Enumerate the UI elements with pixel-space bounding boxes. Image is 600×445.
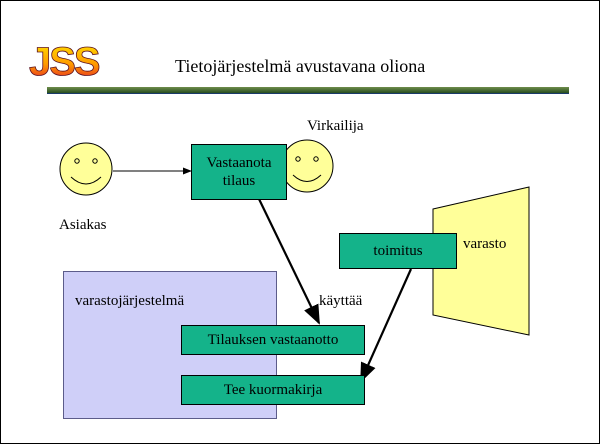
clerk-label: Virkailija [307,118,364,134]
warehouse-system-label: varastojärjestelmä [75,293,185,309]
order-reception-box: Tilauksen vastaanotto [181,325,365,355]
warehouse-label: varasto [463,236,507,252]
receive-order-box: Vastaanota tilaus [191,144,287,200]
jss-logo: JSS [29,40,101,83]
receive-order-line1: Vastaanota [206,155,272,171]
uses-label: käyttää [319,293,363,309]
warehouse-shape [432,186,530,336]
clerk-smiley-icon [280,139,334,193]
delivery-to-waybill-arrow [359,268,413,383]
slide-title: Tietojärjestelmä avustavana oliona [175,56,426,76]
title-underline [47,87,569,94]
receive-to-system-arrow [258,198,320,325]
delivery-box: toimitus [339,233,457,269]
logo-text: JSS [29,40,100,83]
customer-label: Asiakas [59,217,107,233]
customer-smiley-icon [59,142,113,196]
receive-order-line2: tilaus [222,173,256,189]
waybill-box: Tee kuormakirja [181,375,365,405]
